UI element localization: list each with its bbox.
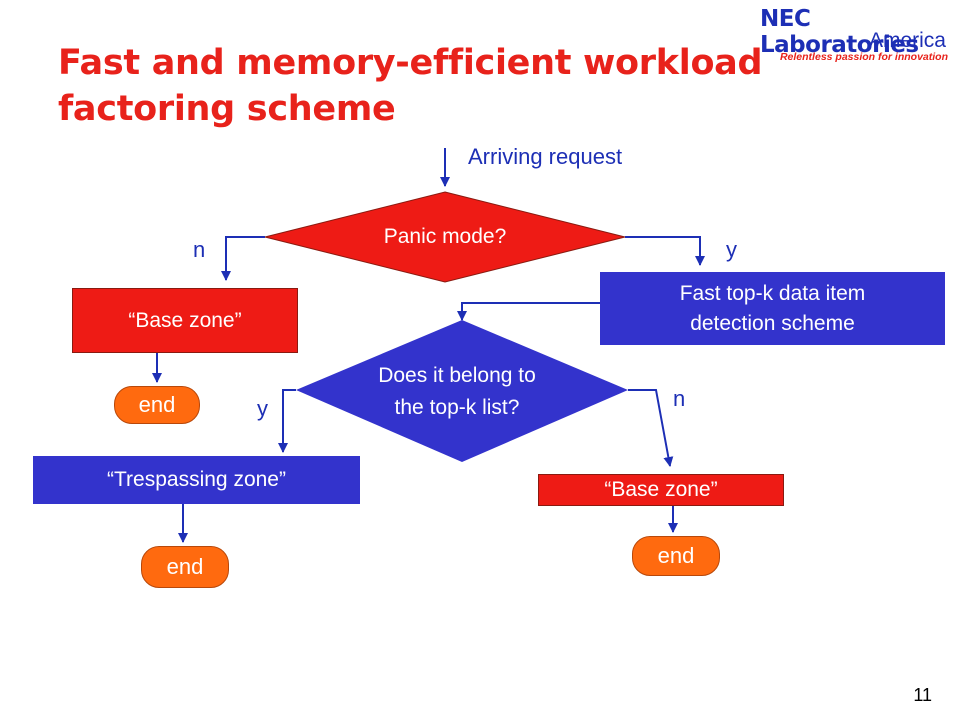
arrow-panic-no [221,236,265,281]
belong-diamond [296,320,628,462]
belong-no-label: n [673,386,686,411]
logo-tagline: Relentless passion for innovation [779,51,948,63]
arrow-belong-no [628,389,674,467]
end-2-label: end [166,554,204,579]
panic-no-label: n [193,237,206,262]
logo-line-2: America [868,29,946,52]
arrow-panic-yes [625,236,705,266]
panic-mode-text: Panic mode? [383,225,507,248]
fast-topk-line1: Fast top-k data item [679,281,866,305]
trespassing-zone-box: “Trespassing zone” [33,456,360,504]
belong-yes-label: y [257,396,268,421]
end-node-1: end [114,386,200,424]
fast-topk-box: Fast top-k data item detection scheme [600,272,945,345]
belong-line-1: Does it belong to [378,364,536,387]
logo-line-1: NEC Laboratories [760,6,919,58]
nec-logo: NEC Laboratories America Relentless pass… [760,4,956,64]
end-node-3: end [632,536,720,576]
base-zone-right-box: “Base zone” [538,474,784,506]
trespassing-zone-label: “Trespassing zone” [107,468,286,491]
panic-mode-diamond [264,191,626,283]
arrow-topk-to-belong [457,302,600,321]
arrow-belong-yes [278,389,296,453]
base-zone-left-label: “Base zone” [128,308,242,332]
base-zone-left-box: “Base zone” [72,288,298,353]
end-3-label: end [657,543,695,568]
page-number: 11 [913,685,932,705]
fast-topk-line2: detection scheme [690,311,855,335]
belong-line-2: the top-k list? [394,396,520,419]
panic-yes-label: y [726,237,737,262]
arriving-request-label: Arriving request [468,144,623,169]
slide-title: Fast and memory-efficient workload facto… [58,43,763,129]
base-zone-right-label: “Base zone” [604,478,718,501]
end-1-label: end [138,392,176,417]
end-node-2: end [141,546,229,588]
